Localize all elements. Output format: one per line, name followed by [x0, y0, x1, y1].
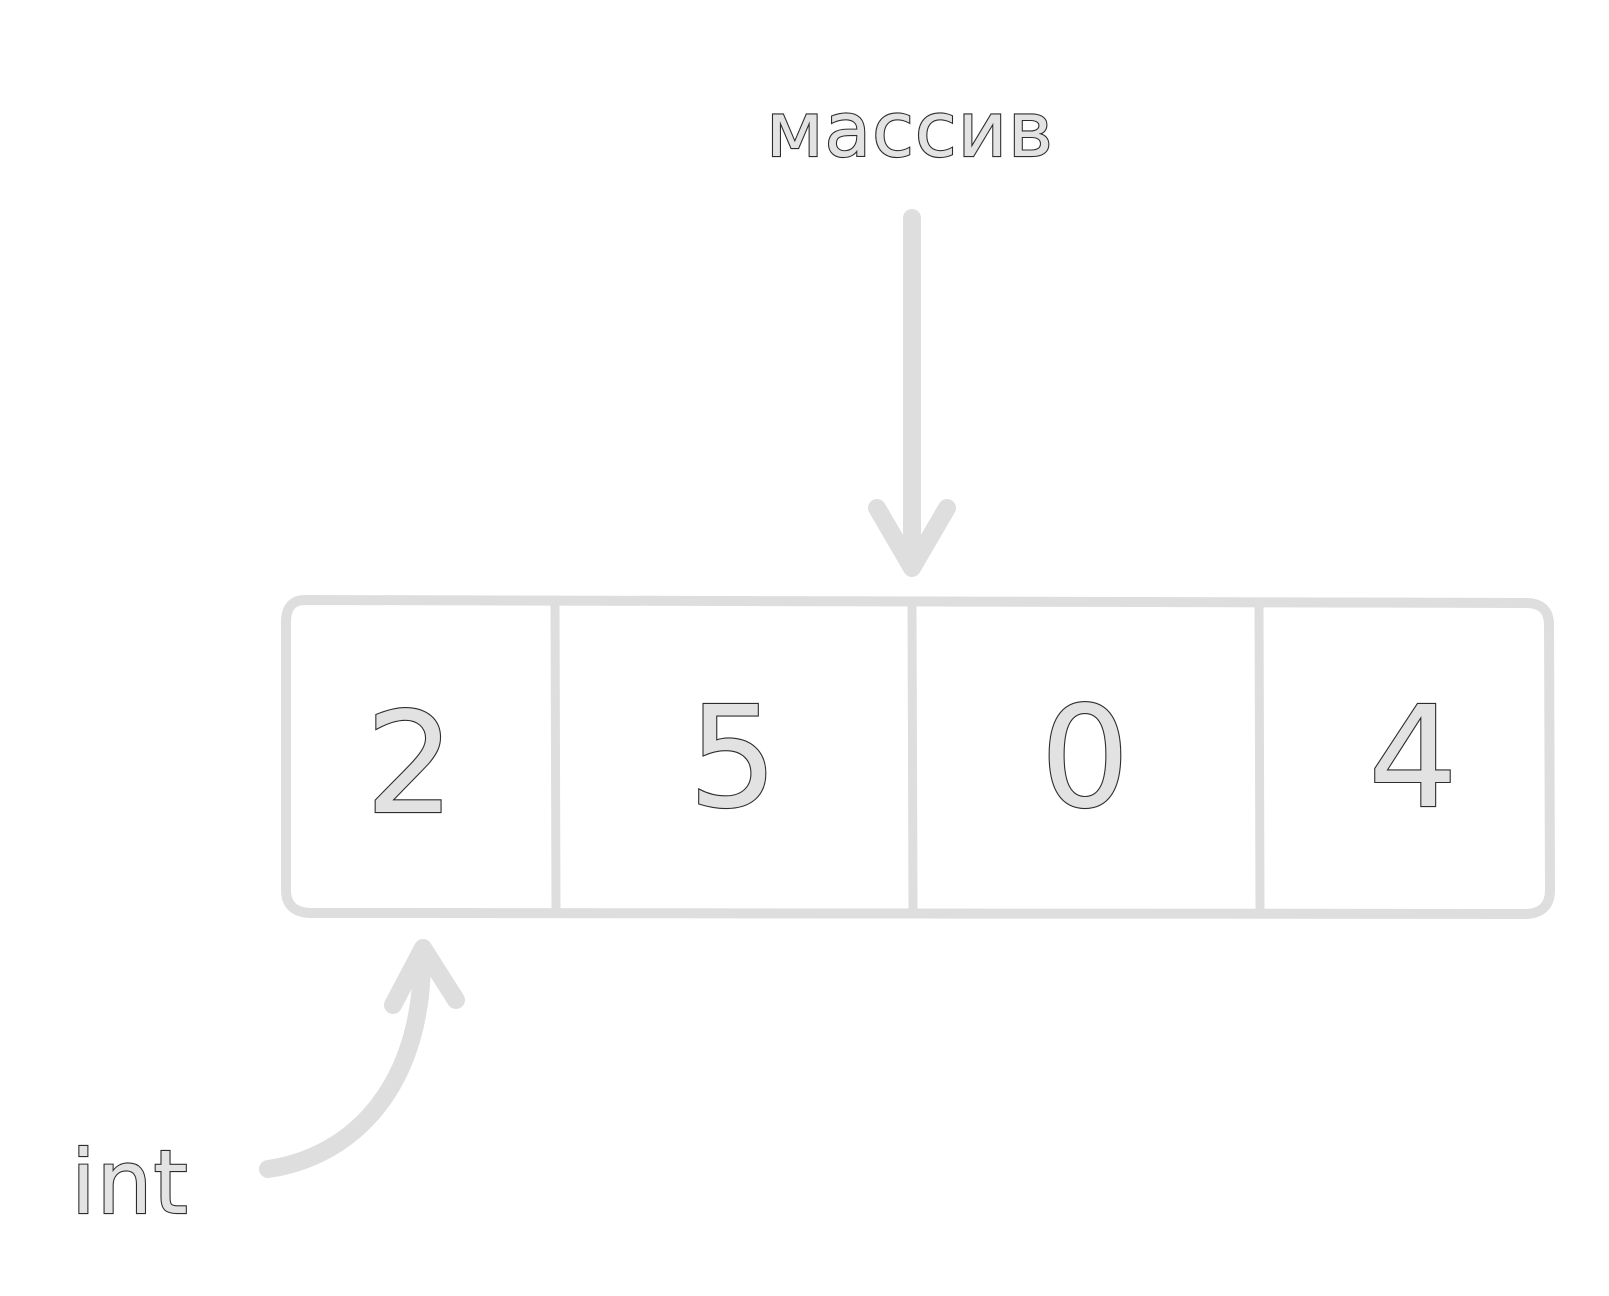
top-label: массив: [766, 85, 1054, 174]
array-value-0: 2: [365, 683, 454, 846]
array-value-2: 0: [1040, 677, 1129, 840]
divider-2: [907, 598, 918, 918]
bottom-arrow-curve: [259, 941, 432, 1178]
array-box: [280, 595, 1555, 919]
bottom-arrow: [259, 939, 465, 1178]
top-label-group: массив: [765, 84, 1054, 175]
array-value-1: 5: [688, 677, 777, 840]
divider-1: [550, 598, 561, 917]
bottom-label: int: [71, 1131, 189, 1234]
bottom-label-group: int: [70, 1130, 189, 1235]
top-arrow-head: [868, 499, 956, 577]
top-arrow: [868, 209, 956, 577]
array-values: 2 5 0 4: [364, 676, 1458, 847]
divider-3: [1254, 598, 1265, 918]
array-value-3: 4: [1368, 677, 1457, 840]
bottom-arrow-head: [384, 939, 465, 1014]
array-outline: [280, 595, 1555, 919]
